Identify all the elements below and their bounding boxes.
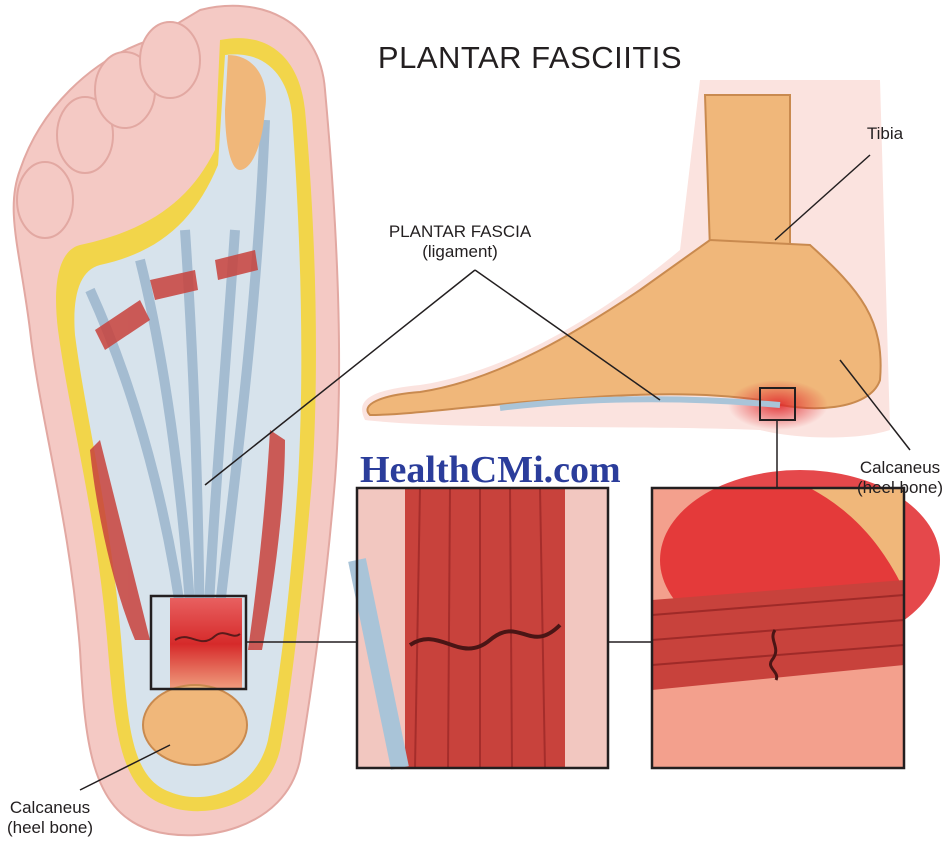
label-plantar-fascia: PLANTAR FASCIA (ligament) [380, 222, 540, 262]
inset-heel-tear [650, 470, 940, 770]
label-tibia: Tibia [866, 124, 904, 143]
brand-watermark: HealthCMi.com [360, 449, 621, 491]
label-calcaneus-sole-sub: (heel bone) [6, 818, 93, 837]
inset-sole-tear [348, 486, 610, 770]
label-calcaneus-side-sub: (heel bone) [856, 478, 943, 497]
label-calcaneus-sole-title: Calcaneus [9, 798, 91, 817]
label-plantar-fascia-sub: (ligament) [422, 242, 498, 261]
label-calcaneus-side: Calcaneus (heel bone) [850, 458, 950, 498]
label-plantar-fascia-title: PLANTAR FASCIA [388, 222, 532, 241]
page-title: PLANTAR FASCIITIS [377, 40, 683, 75]
label-calcaneus-side-title: Calcaneus [859, 458, 941, 477]
foot-sole-illustration [12, 4, 341, 837]
label-calcaneus-sole: Calcaneus (heel bone) [0, 798, 100, 838]
leader-lines [79, 154, 911, 791]
foot-side-illustration [362, 80, 890, 438]
